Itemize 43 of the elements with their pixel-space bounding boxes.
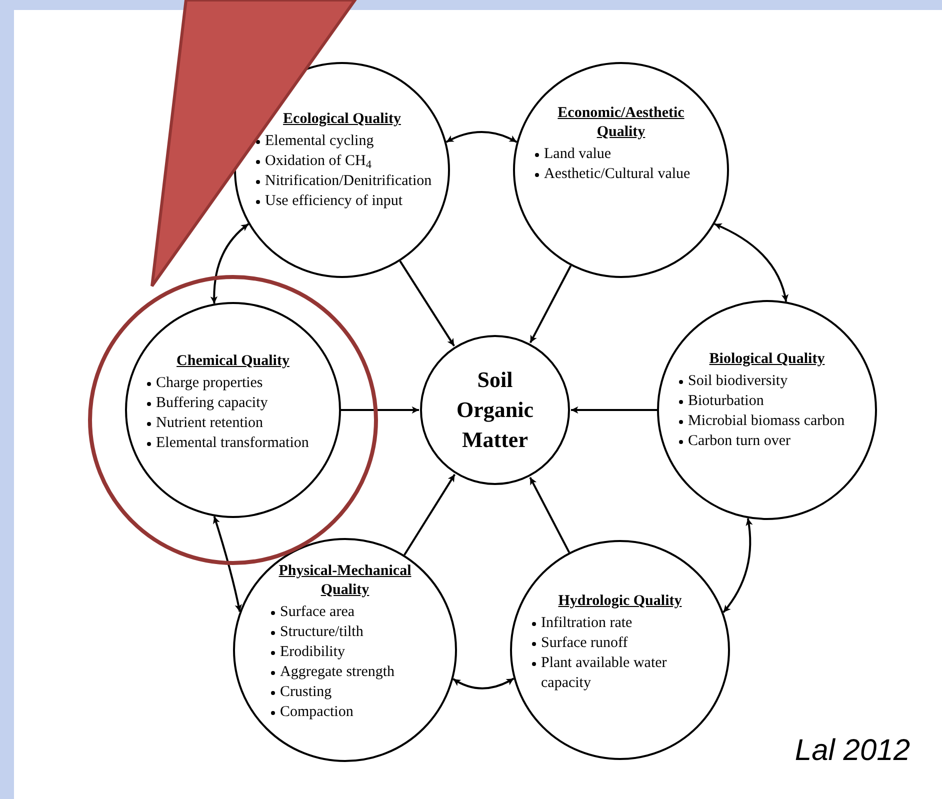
node-title: Soil Organic Matter bbox=[456, 366, 534, 454]
node-heading: Chemical Quality bbox=[176, 352, 290, 371]
bullet-text: Surface area bbox=[280, 603, 355, 622]
bullet-text: Nutrient retention bbox=[156, 414, 264, 433]
citation: Lal 2012 bbox=[794, 733, 910, 769]
bullet-text: Carbon turn over bbox=[688, 432, 790, 451]
node-heading: Economic/Aesthetic Quality bbox=[556, 104, 686, 142]
bullet-text: Erodibility bbox=[280, 643, 345, 662]
bullet-text: Surface runoff bbox=[541, 634, 628, 653]
arrow bbox=[399, 260, 455, 346]
arrow bbox=[529, 265, 572, 344]
node-heading: Hydrologic Quality bbox=[558, 592, 682, 611]
bullet-text: Soil biodiversity bbox=[688, 372, 788, 391]
bullet-text: Plant available water capacity bbox=[541, 654, 668, 693]
arrow bbox=[571, 406, 657, 414]
bullet-text: Crusting bbox=[280, 683, 332, 702]
bullet-text: Oxidation of CH$_{4}$ bbox=[265, 152, 372, 171]
arrow bbox=[452, 678, 514, 690]
arrow bbox=[529, 476, 570, 553]
bullet-text: Bioturbation bbox=[688, 392, 764, 411]
node-heading: Physical-Mechanical Quality bbox=[278, 562, 412, 600]
node-heading: Biological Quality bbox=[709, 350, 825, 369]
bullet-text: Charge properties bbox=[156, 374, 263, 393]
arrow bbox=[722, 518, 753, 613]
arrow bbox=[446, 131, 518, 143]
bullet-text: Microbial biomass carbon bbox=[688, 412, 845, 431]
arrow bbox=[714, 223, 788, 302]
bullet-text: Buffering capacity bbox=[156, 394, 268, 413]
bullet-text: Infiltration rate bbox=[541, 614, 632, 633]
bullet-text: Use efficiency of input bbox=[265, 192, 403, 211]
arrow bbox=[210, 223, 250, 304]
bullet-text: Elemental cycling bbox=[265, 132, 374, 151]
bullet-text: Structure/tilth bbox=[280, 623, 364, 642]
arrow bbox=[212, 516, 242, 612]
node-heading: Ecological Quality bbox=[283, 110, 401, 129]
arrow bbox=[341, 406, 419, 414]
bullet-text: Compaction bbox=[280, 703, 354, 722]
bullet-text: Elemental transformation bbox=[156, 434, 309, 453]
bullet-text: Aggregate strength bbox=[280, 663, 395, 682]
bullet-text: Land value bbox=[544, 145, 612, 164]
bullet-text: Aesthetic/Cultural value bbox=[544, 165, 690, 184]
arrow bbox=[404, 474, 456, 556]
bullet-text: Nitrification/Denitrification bbox=[265, 172, 430, 191]
